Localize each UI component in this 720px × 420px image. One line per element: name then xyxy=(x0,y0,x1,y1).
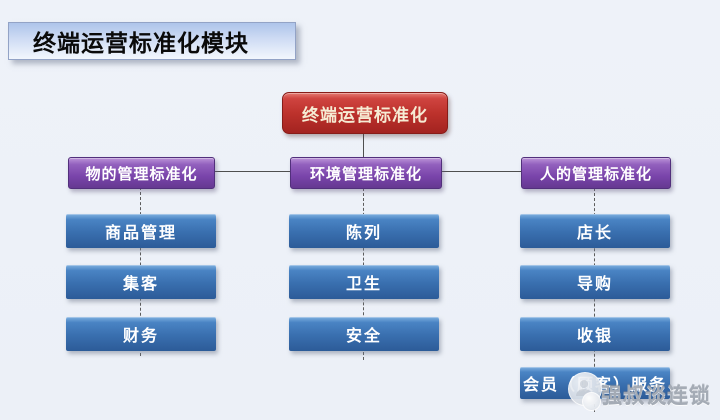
leaf-node-finance: 财务 xyxy=(66,317,216,351)
watermark-avatar-icon xyxy=(568,372,606,411)
slide-title: 终端运营标准化模块 xyxy=(33,30,249,56)
leaf-node-safety: 安全 xyxy=(289,317,439,351)
leaf-node-cashier: 收银 xyxy=(520,317,670,351)
connector-horizontal-left xyxy=(213,171,290,172)
leaf-node-customer-gathering: 集客 xyxy=(66,265,216,299)
connector-horizontal-right xyxy=(440,171,521,172)
leaf-node-product-management: 商品管理 xyxy=(66,214,216,248)
leaf-node-display: 陈列 xyxy=(289,214,439,248)
avatar-bubble xyxy=(582,392,601,411)
branch-node-environment: 环境管理标准化 xyxy=(290,157,442,189)
branch-node-things: 物的管理标准化 xyxy=(68,157,215,189)
connector-dashed-right-column xyxy=(594,188,595,412)
branch-node-people: 人的管理标准化 xyxy=(521,157,671,189)
leaf-node-hygiene: 卫生 xyxy=(289,265,439,299)
root-node: 终端运营标准化 xyxy=(282,92,448,134)
leaf-node-store-manager: 店长 xyxy=(520,214,670,248)
watermark-text: 强叔谈连锁 xyxy=(601,385,711,408)
connector-root-vertical xyxy=(363,132,364,157)
slide-title-box: 终端运营标准化模块 xyxy=(8,22,296,60)
leaf-node-shopping-guide: 导购 xyxy=(520,265,670,299)
